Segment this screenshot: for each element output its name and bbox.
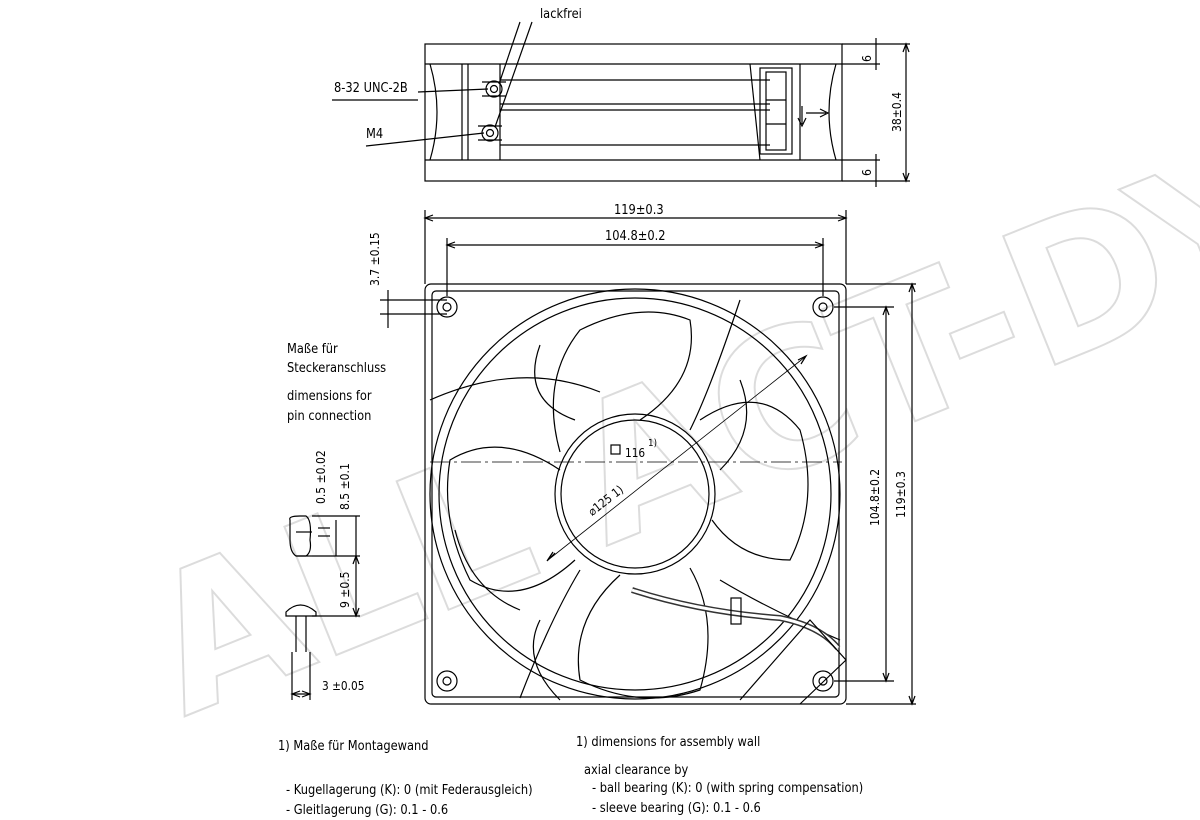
side-view bbox=[332, 21, 910, 187]
dim-height-outer: 119±0.3 bbox=[894, 471, 908, 518]
watermark: ALL ACT-DY bbox=[117, 101, 1200, 760]
pin-title-en-1: dimensions for bbox=[287, 389, 372, 404]
dim-pin-85: 8.5 ±0.1 bbox=[338, 463, 352, 510]
note-en-footnote: 1) dimensions for assembly wall bbox=[576, 735, 761, 750]
note-de-footnote: 1) Maße für Montagewand bbox=[278, 739, 429, 754]
dim-hole-offset: 3.7 ±0.15 bbox=[368, 232, 382, 286]
dim-pin-9: 9 ±0.5 bbox=[338, 571, 352, 608]
note-de-line2: - Gleitlagerung (G): 0.1 - 0.6 bbox=[286, 803, 449, 818]
note-en-line1: - ball bearing (K): 0 (with spring compe… bbox=[592, 781, 864, 796]
dim-height-side: 38±0.4 bbox=[890, 92, 904, 132]
front-view bbox=[380, 210, 916, 706]
dim-width-outer: 119±0.3 bbox=[614, 203, 664, 218]
pin-title-en-2: pin connection bbox=[287, 409, 372, 424]
dim-height-holes: 104.8±0.2 bbox=[868, 468, 882, 526]
note-en-intro: axial clearance by bbox=[584, 763, 689, 778]
svg-text:ALL ACT-DY: ALL ACT-DY bbox=[118, 102, 1200, 759]
dim-6-bottom: 6 bbox=[860, 169, 874, 176]
note-en-line2: - sleeve bearing (G): 0.1 - 0.6 bbox=[592, 801, 761, 816]
note-de-line1: - Kugellagerung (K): 0 (mit Federausglei… bbox=[286, 783, 533, 798]
lackfrei-label: lackfrei bbox=[540, 7, 582, 22]
dim-width-holes: 104.8±0.2 bbox=[605, 229, 666, 244]
thread-unc-label: 8-32 UNC-2B bbox=[334, 81, 408, 96]
pin-title-de-1: Maße für bbox=[287, 342, 338, 357]
square-value: 116 bbox=[625, 446, 646, 460]
square-note: 1) bbox=[648, 438, 658, 449]
pin-title-de-2: Steckeranschluss bbox=[287, 361, 387, 376]
dim-pin-3: 3 ±0.05 bbox=[322, 679, 365, 693]
pin-detail bbox=[285, 515, 360, 700]
thread-m4-label: M4 bbox=[366, 127, 384, 142]
dim-6-top: 6 bbox=[860, 55, 874, 62]
dim-pin-05: 0.5 ±0.02 bbox=[314, 450, 328, 504]
